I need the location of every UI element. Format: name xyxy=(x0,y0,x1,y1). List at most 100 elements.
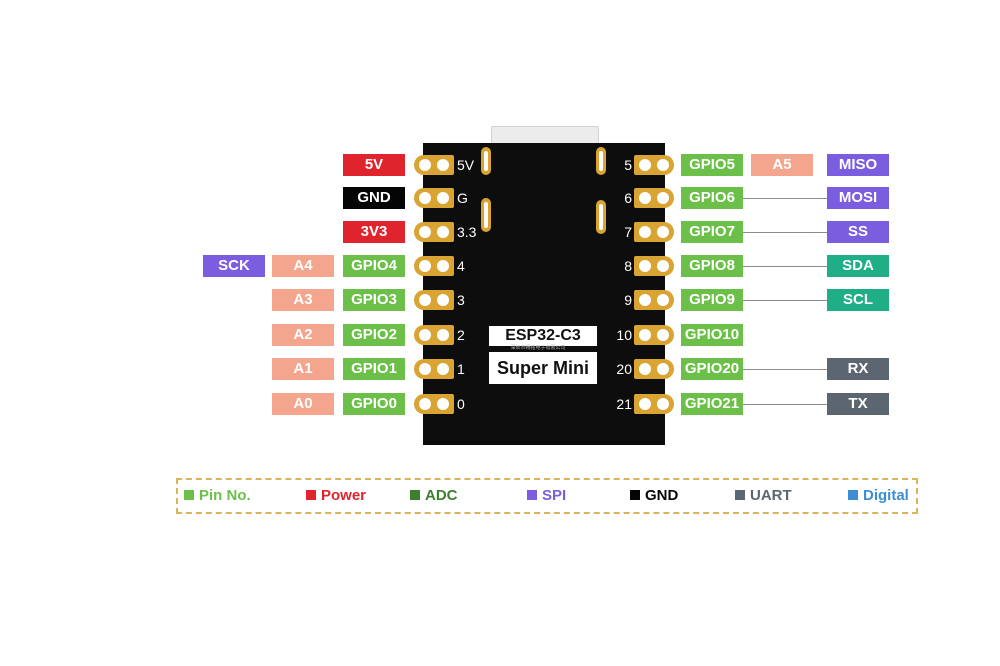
legend-swatch xyxy=(410,490,420,501)
mounting-slot xyxy=(596,147,606,175)
pin-number: 5V xyxy=(457,157,475,173)
legend-label: ADC xyxy=(425,487,458,504)
legend-label: UART xyxy=(750,487,792,504)
pin-hole xyxy=(437,159,449,171)
gpio-label: GPIO9 xyxy=(681,289,743,311)
pin-number: 21 xyxy=(616,396,632,412)
legend-label: SPI xyxy=(542,487,567,504)
pin-pad xyxy=(414,222,454,242)
mounting-slot xyxy=(596,200,606,234)
pin-label: GPIO1 xyxy=(343,358,405,380)
pin-number: 9 xyxy=(624,292,632,308)
connector-line xyxy=(743,232,827,233)
pin-number: 1 xyxy=(457,361,465,377)
pin-hole xyxy=(437,260,449,272)
pin-number: 5 xyxy=(624,157,632,173)
pin-hole xyxy=(639,226,651,238)
pin-hole xyxy=(437,363,449,375)
pin-hole xyxy=(657,294,669,306)
legend-label: GND xyxy=(645,487,679,504)
pin-hole xyxy=(437,192,449,204)
gpio-label: GPIO21 xyxy=(681,393,743,415)
pin-hole xyxy=(639,329,651,341)
pin-hole xyxy=(437,226,449,238)
function-label: SDA xyxy=(827,255,889,277)
legend-item: SPI xyxy=(527,480,566,512)
pin-pad xyxy=(414,155,454,175)
pin-label: A3 xyxy=(272,289,334,311)
pin-hole xyxy=(419,226,431,238)
pin-number: 10 xyxy=(616,327,632,343)
legend-label: Digital xyxy=(863,487,909,504)
gpio-label: GPIO5 xyxy=(681,154,743,176)
pin-label: A0 xyxy=(272,393,334,415)
pin-hole xyxy=(657,192,669,204)
pin-hole xyxy=(437,294,449,306)
pin-hole xyxy=(419,329,431,341)
function-label: SS xyxy=(827,221,889,243)
pin-number: 4 xyxy=(457,258,465,274)
mounting-slot xyxy=(481,198,491,232)
pin-number: 20 xyxy=(616,361,632,377)
connector-line xyxy=(743,198,827,199)
function-label: TX xyxy=(827,393,889,415)
pin-label: GND xyxy=(343,187,405,209)
pin-number: 3 xyxy=(457,292,465,308)
pin-hole xyxy=(639,294,651,306)
pin-hole xyxy=(639,260,651,272)
pin-label: GPIO0 xyxy=(343,393,405,415)
pin-hole xyxy=(657,329,669,341)
pin-hole xyxy=(419,192,431,204)
legend-item: UART xyxy=(735,480,792,512)
connector-line xyxy=(743,300,827,301)
legend-swatch xyxy=(527,490,537,501)
pin-pad xyxy=(414,325,454,345)
pin-label: 5V xyxy=(343,154,405,176)
pin-pad xyxy=(414,256,454,276)
legend-label: Power xyxy=(321,487,367,504)
legend-item: GND xyxy=(630,480,678,512)
function-label: MISO xyxy=(827,154,889,176)
pin-hole xyxy=(657,159,669,171)
pin-number: 6 xyxy=(624,190,632,206)
function-label: SCL xyxy=(827,289,889,311)
pin-hole xyxy=(639,398,651,410)
function-label: MOSI xyxy=(827,187,889,209)
pin-hole xyxy=(639,192,651,204)
pin-hole xyxy=(437,329,449,341)
legend-swatch xyxy=(848,490,858,501)
pin-number: G xyxy=(457,190,468,206)
connector-line xyxy=(743,404,827,405)
pin-hole xyxy=(657,226,669,238)
pin-hole xyxy=(419,159,431,171)
pin-hole xyxy=(419,363,431,375)
pin-pad xyxy=(414,290,454,310)
pin-number: 2 xyxy=(457,327,465,343)
pin-hole xyxy=(419,260,431,272)
mounting-slot xyxy=(481,147,491,175)
chip-label: ESP32-C3 xyxy=(489,326,597,346)
pin-label: A4 xyxy=(272,255,334,277)
pin-pad xyxy=(634,188,674,208)
pin-hole xyxy=(437,398,449,410)
pin-pad xyxy=(414,359,454,379)
pin-pad xyxy=(634,222,674,242)
pin-hole xyxy=(657,363,669,375)
gpio-label: GPIO10 xyxy=(681,324,743,346)
legend-item: Digital xyxy=(848,480,909,512)
pin-pad xyxy=(634,325,674,345)
pin-hole xyxy=(639,363,651,375)
gpio-label: GPIO20 xyxy=(681,358,743,380)
pin-label: A2 xyxy=(272,324,334,346)
pin-label: GPIO4 xyxy=(343,255,405,277)
legend: Pin No. Power ADC SPI GND UART Digital xyxy=(176,478,918,514)
pin-number: 3.3 xyxy=(457,224,477,240)
pin-label: GPIO2 xyxy=(343,324,405,346)
legend-item: Pin No. xyxy=(184,480,251,512)
pin-pad xyxy=(634,155,674,175)
pin-pad xyxy=(634,256,674,276)
board-body xyxy=(423,143,665,445)
legend-swatch xyxy=(630,490,640,501)
board-small-print: 深圳市畅铭电子有限公司 xyxy=(510,345,566,351)
